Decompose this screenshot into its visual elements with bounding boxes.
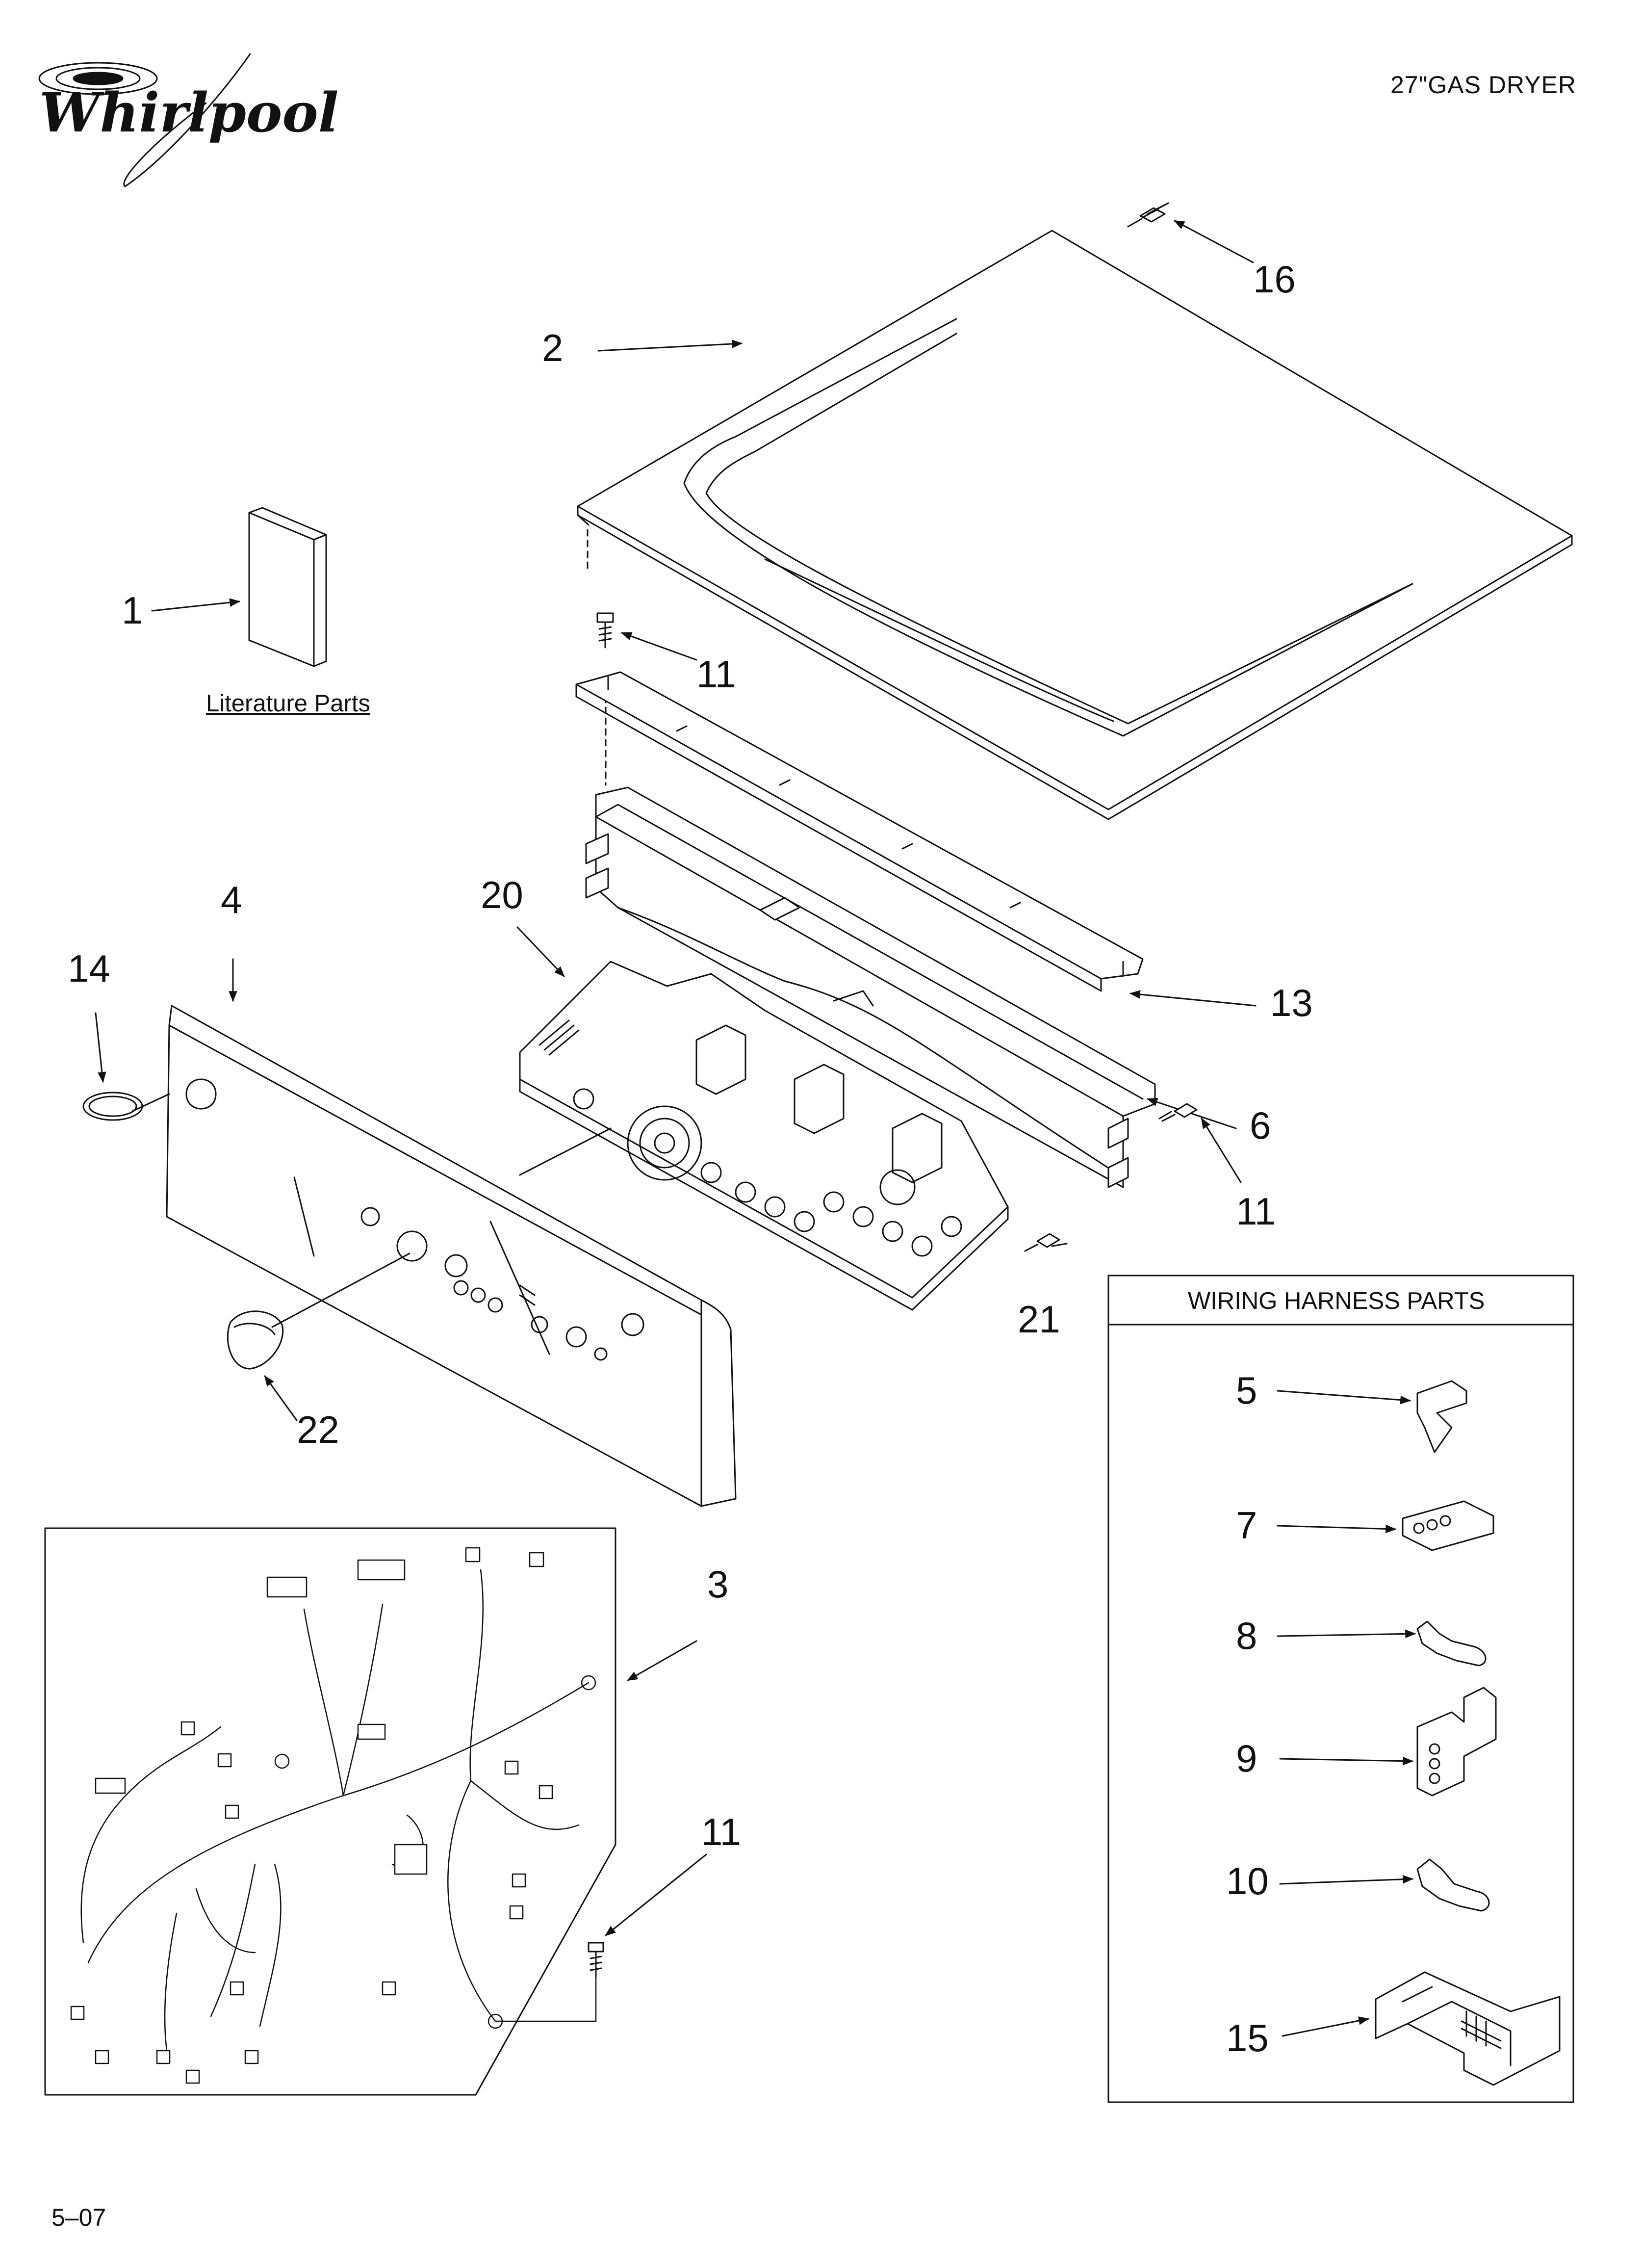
callout-2: 2 [542, 326, 564, 369]
arrow-14 [96, 1013, 106, 1083]
arrow-6 [1146, 1097, 1236, 1128]
whirlpool-brand-logo: Whirlpool [39, 81, 339, 144]
arrow-5 [1278, 1391, 1411, 1405]
callout-11-lower: 11 [701, 1810, 741, 1853]
arrow-1 [152, 598, 241, 611]
arrow-2 [598, 339, 743, 351]
arrow-9 [1280, 1756, 1414, 1766]
arrow-11-right [1202, 1118, 1241, 1182]
callout-15: 15 [1226, 2016, 1269, 2059]
document-title: 27"GAS DRYER [1390, 71, 1576, 99]
console-part-4 [167, 1006, 736, 1506]
callout-21: 21 [1018, 1298, 1060, 1341]
callout-22: 22 [297, 1408, 339, 1451]
callout-10: 10 [1226, 1859, 1269, 1903]
arrow-15 [1283, 2016, 1370, 2036]
housing-part-15 [1376, 1972, 1560, 2085]
literature-parts-label: Literature Parts [206, 690, 370, 717]
screw-part-16 [1128, 203, 1168, 227]
clip-part-5 [1417, 1381, 1466, 1452]
arrow-7 [1278, 1524, 1397, 1534]
arrow-8 [1278, 1629, 1416, 1639]
wiring-harness-part-3 [71, 1548, 596, 2083]
arrow-20 [517, 927, 565, 977]
arrow-22 [265, 1375, 297, 1420]
callout-8: 8 [1236, 1614, 1257, 1657]
callout-20: 20 [481, 873, 523, 916]
terminal-part-8 [1417, 1621, 1486, 1666]
screw-part-11-upper [597, 613, 613, 648]
control-board-part-20 [520, 962, 1008, 1310]
wiring-harness-frame [45, 1528, 616, 2095]
knob-part-22 [228, 1311, 282, 1369]
arrow-11-upper [620, 632, 696, 660]
callout-4: 4 [221, 878, 242, 921]
screw-part-11-right [1159, 1104, 1197, 1121]
screw-part-11-lower [589, 1943, 603, 1977]
callout-3: 3 [707, 1563, 729, 1606]
wiring-harness-parts-frame [1108, 1276, 1573, 2102]
screw-part-21 [1025, 1234, 1059, 1251]
arrow-21-leader [1052, 1244, 1067, 1246]
callout-16: 16 [1253, 258, 1296, 301]
wiring-harness-parts-title: WIRING HARNESS PARTS [1188, 1288, 1485, 1314]
callout-5: 5 [1236, 1369, 1257, 1412]
arrow-13 [1129, 990, 1256, 1006]
whirlpool-logo-mark [39, 54, 250, 186]
arrow-3 [627, 1641, 696, 1680]
arrow-11-lower [605, 1854, 706, 1935]
callout-9: 9 [1236, 1737, 1257, 1780]
revision-code: 5–07 [51, 2204, 106, 2231]
literature-book-part-1 [249, 508, 326, 666]
callout-13: 13 [1270, 981, 1313, 1024]
top-panel-part-2 [578, 231, 1572, 819]
callout-11-upper: 11 [696, 652, 736, 696]
callout-7: 7 [1236, 1504, 1257, 1547]
callout-11-right: 11 [1236, 1190, 1276, 1233]
callout-14: 14 [68, 947, 110, 990]
terminal-part-10 [1417, 1859, 1489, 1911]
callout-1: 1 [122, 589, 143, 632]
callout-6: 6 [1250, 1104, 1271, 1147]
console-bracket-part-6 [586, 787, 1155, 1187]
front-bracket [576, 672, 1143, 991]
arrow-10 [1280, 1875, 1414, 1884]
arrow-16 [1174, 221, 1253, 262]
